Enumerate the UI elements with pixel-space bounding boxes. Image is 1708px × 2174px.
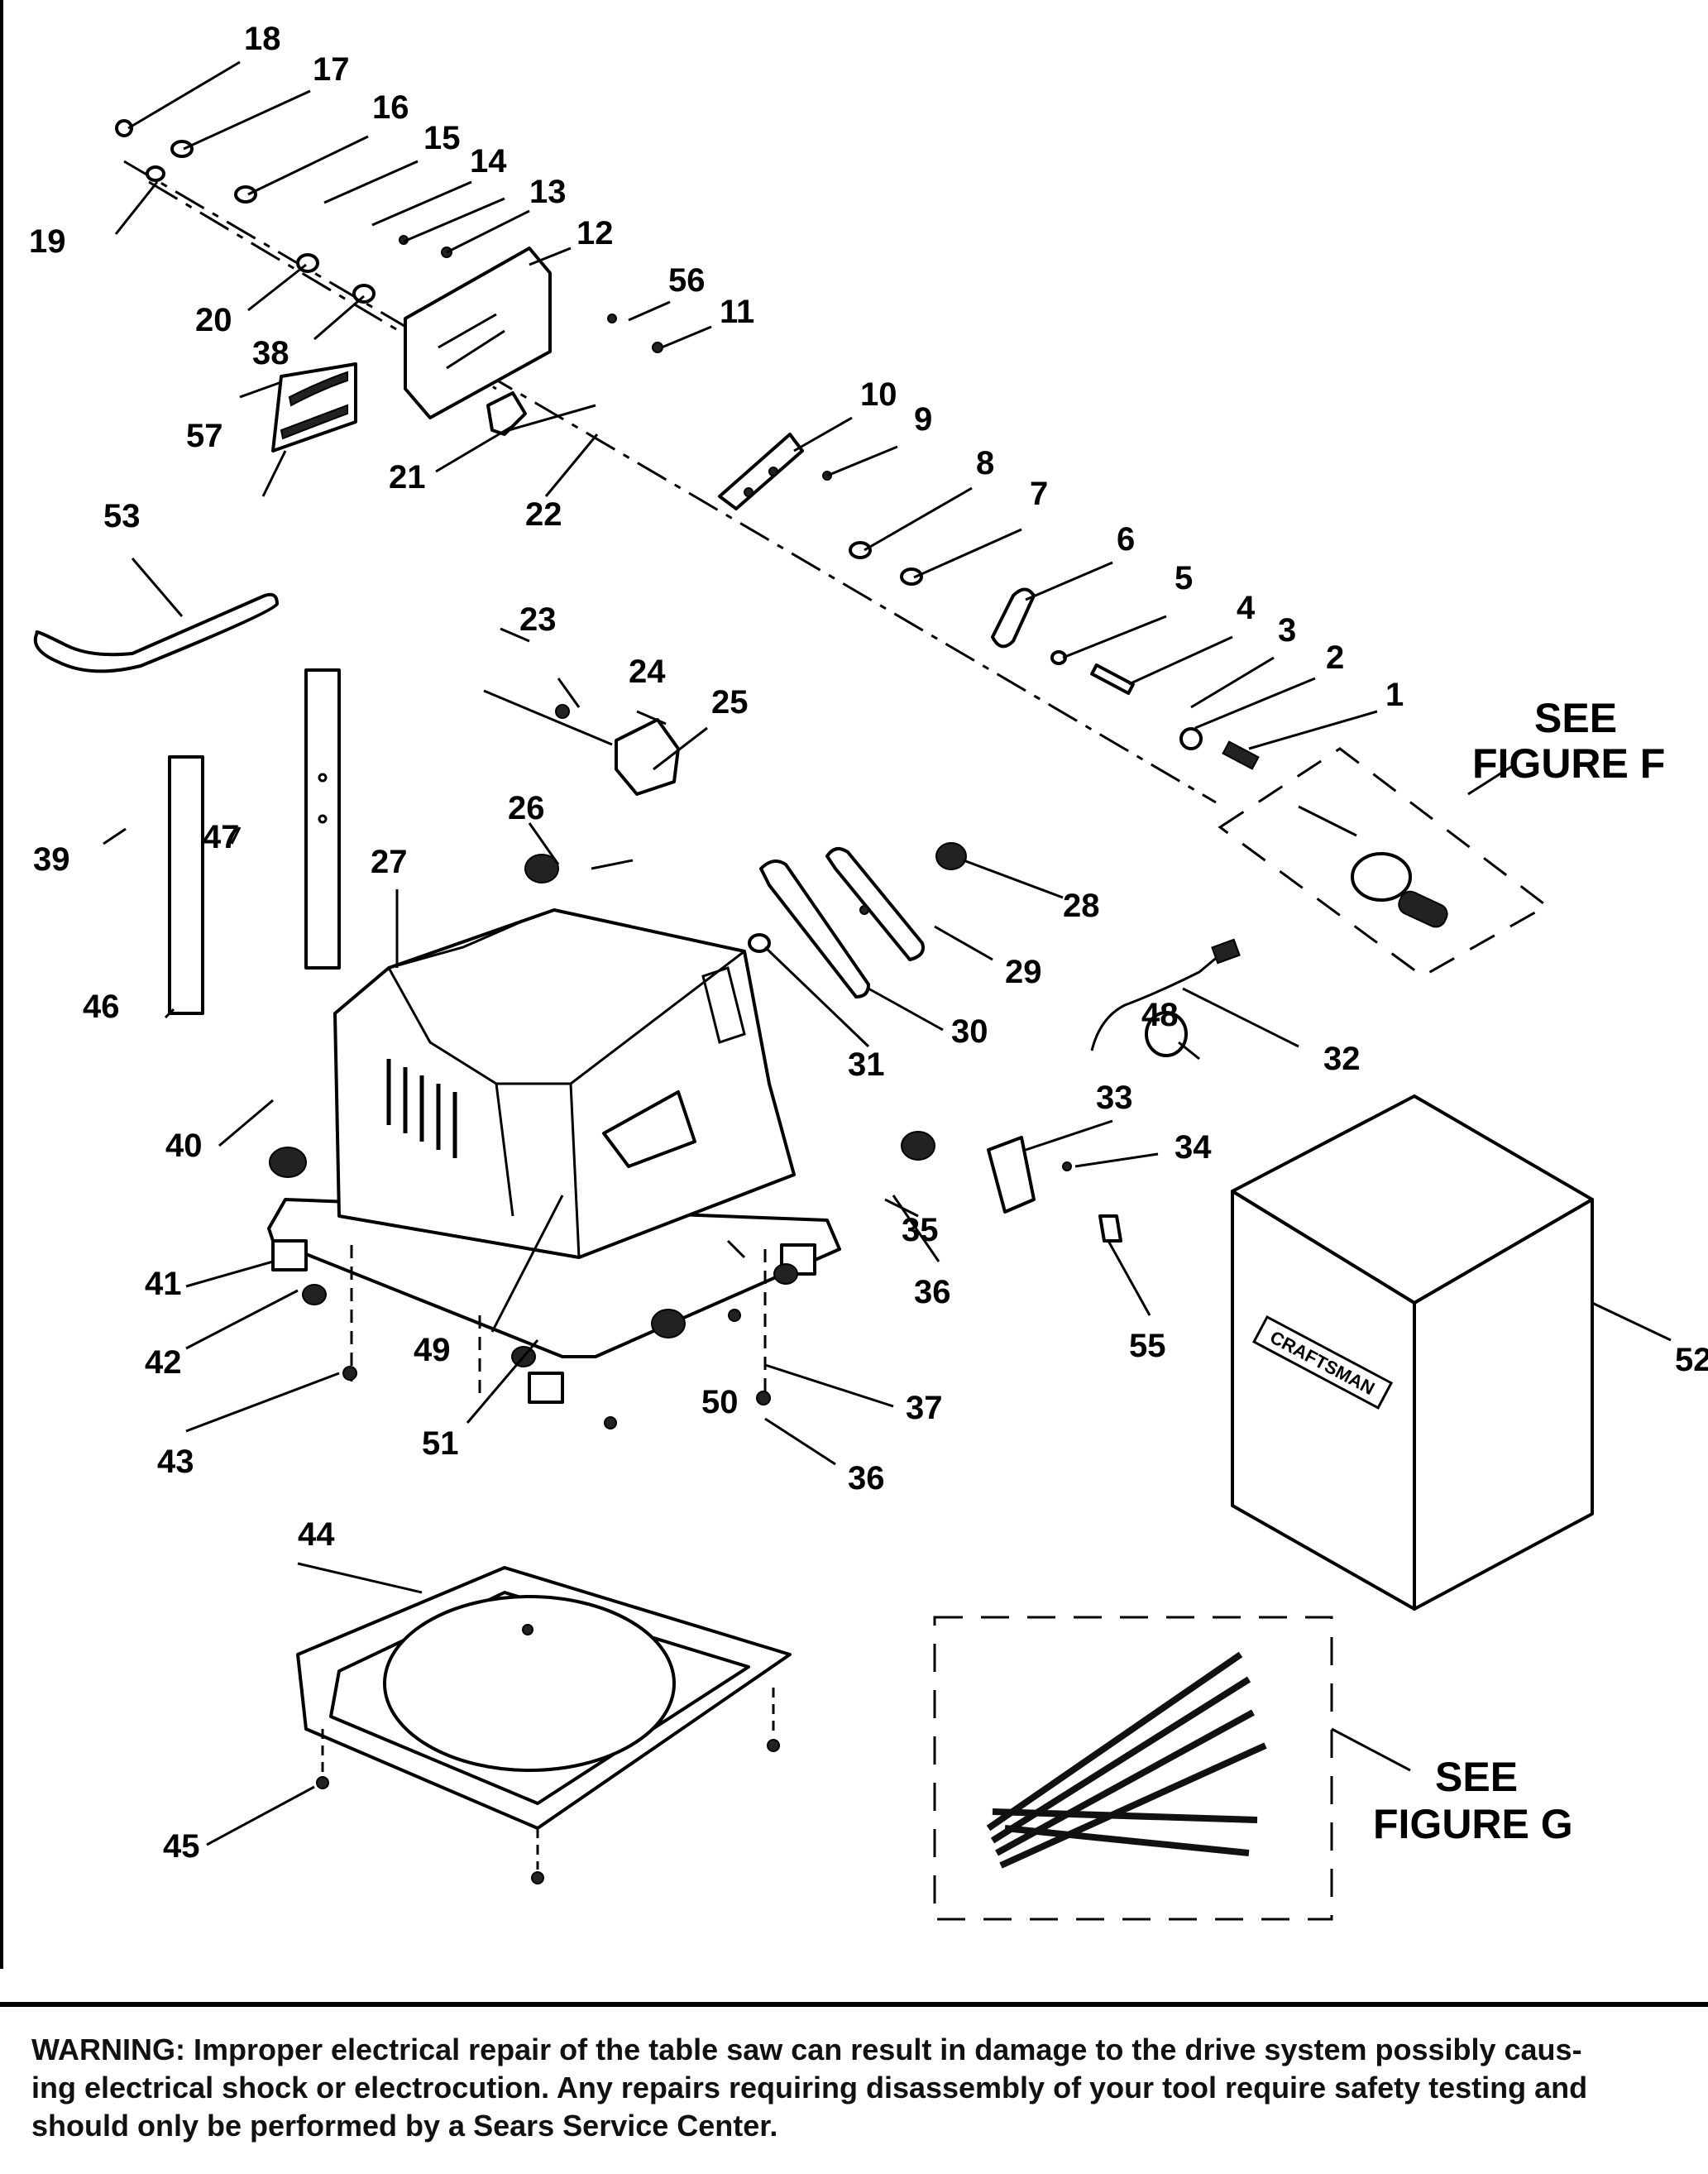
callout-35: 35 — [902, 1212, 939, 1248]
callout-6: 6 — [1117, 521, 1135, 558]
callout-2: 2 — [1326, 639, 1344, 676]
warning-line-2: ing electrical shock or electrocution. A… — [31, 2071, 1588, 2105]
callout-3: 3 — [1278, 612, 1296, 649]
callout-23: 23 — [519, 601, 557, 638]
page-border — [0, 0, 3, 1969]
callout-33: 33 — [1096, 1080, 1133, 1116]
saw-base — [267, 689, 967, 1429]
see-figure-f-line2: FIGURE F — [1472, 740, 1665, 787]
callout-7: 7 — [1030, 476, 1048, 512]
callout-36a: 36 — [914, 1274, 951, 1310]
callout-54: 55 — [1129, 1328, 1166, 1364]
callout-5: 5 — [1175, 560, 1193, 596]
callout-36b: 36 — [848, 1460, 885, 1496]
leader-lines — [103, 60, 1672, 1846]
callout-53: 53 — [103, 498, 141, 534]
callout-48: 48 — [1141, 997, 1179, 1033]
callout-11: 11 — [720, 294, 754, 330]
callout-47: 47 — [203, 819, 240, 855]
callout-50: 50 — [701, 1384, 739, 1420]
callout-1: 1 — [1385, 677, 1404, 713]
callout-40: 40 — [165, 1128, 203, 1164]
callout-39: 39 — [33, 841, 70, 878]
callout-43: 43 — [157, 1444, 194, 1480]
callout-24: 24 — [629, 654, 666, 690]
divider — [0, 2002, 1708, 2007]
callout-13: 13 — [529, 174, 567, 210]
callout-17: 17 — [313, 51, 350, 88]
callout-37: 37 — [906, 1390, 943, 1426]
callout-41: 41 — [145, 1266, 182, 1302]
callout-56: 57 — [186, 418, 223, 454]
callout-18: 18 — [244, 21, 281, 57]
callout-32: 32 — [1323, 1041, 1361, 1077]
callout-14: 14 — [470, 143, 507, 180]
callout-20: 20 — [195, 302, 232, 338]
callout-10: 10 — [860, 376, 897, 413]
callout-labels: 18 17 16 15 14 13 12 19 20 38 56 11 57 2… — [29, 21, 1708, 1865]
warning-line-3: should only be performed by a Sears Serv… — [31, 2109, 778, 2143]
callout-45: 45 — [163, 1828, 200, 1865]
warning-notice: WARNING: Improper electrical repair of t… — [31, 2031, 1702, 2145]
callout-29: 29 — [1005, 954, 1042, 990]
see-figure-g-line1: SEE — [1435, 1754, 1518, 1800]
figure-f-box — [1218, 747, 1549, 978]
callout-4: 4 — [1237, 590, 1256, 626]
warning-line-1: Improper electrical repair of the table … — [184, 2033, 1582, 2066]
electrical-parts — [987, 938, 1241, 1243]
callout-46: 46 — [83, 989, 120, 1025]
callout-42: 42 — [145, 1344, 182, 1381]
callout-34: 34 — [1175, 1129, 1212, 1166]
cabinet-box: CRAFTSMAN — [1231, 1094, 1594, 1611]
crank-shaft-assembly — [115, 119, 1260, 804]
see-figure-f-line1: SEE — [1534, 695, 1617, 741]
callout-38: 38 — [252, 335, 289, 371]
warning-heading: WARNING: — [31, 2033, 185, 2066]
callout-22: 22 — [525, 496, 562, 533]
left-parts — [33, 592, 341, 1015]
callout-15: 15 — [423, 120, 461, 156]
figure-g-box — [933, 1616, 1333, 1921]
callout-49: 49 — [414, 1332, 451, 1368]
callout-12: 12 — [577, 215, 614, 251]
see-figure-g-line2: FIGURE G — [1373, 1801, 1573, 1847]
callout-19: 19 — [29, 223, 66, 260]
callout-25: 25 — [711, 684, 749, 721]
callout-44: 44 — [298, 1516, 335, 1553]
callout-8: 8 — [976, 445, 994, 481]
callout-52: 52 — [1675, 1342, 1708, 1378]
callout-30: 30 — [951, 1013, 988, 1050]
callout-27: 27 — [371, 844, 408, 880]
base-plate — [296, 1566, 792, 1884]
callout-31: 31 — [848, 1046, 885, 1083]
callout-9: 9 — [914, 401, 932, 438]
callout-28: 28 — [1063, 888, 1100, 924]
callout-16: 16 — [372, 89, 409, 126]
callout-55: 56 — [668, 262, 706, 299]
callout-21: 21 — [389, 459, 426, 496]
callout-26: 26 — [508, 790, 545, 826]
callout-51: 51 — [422, 1425, 459, 1462]
